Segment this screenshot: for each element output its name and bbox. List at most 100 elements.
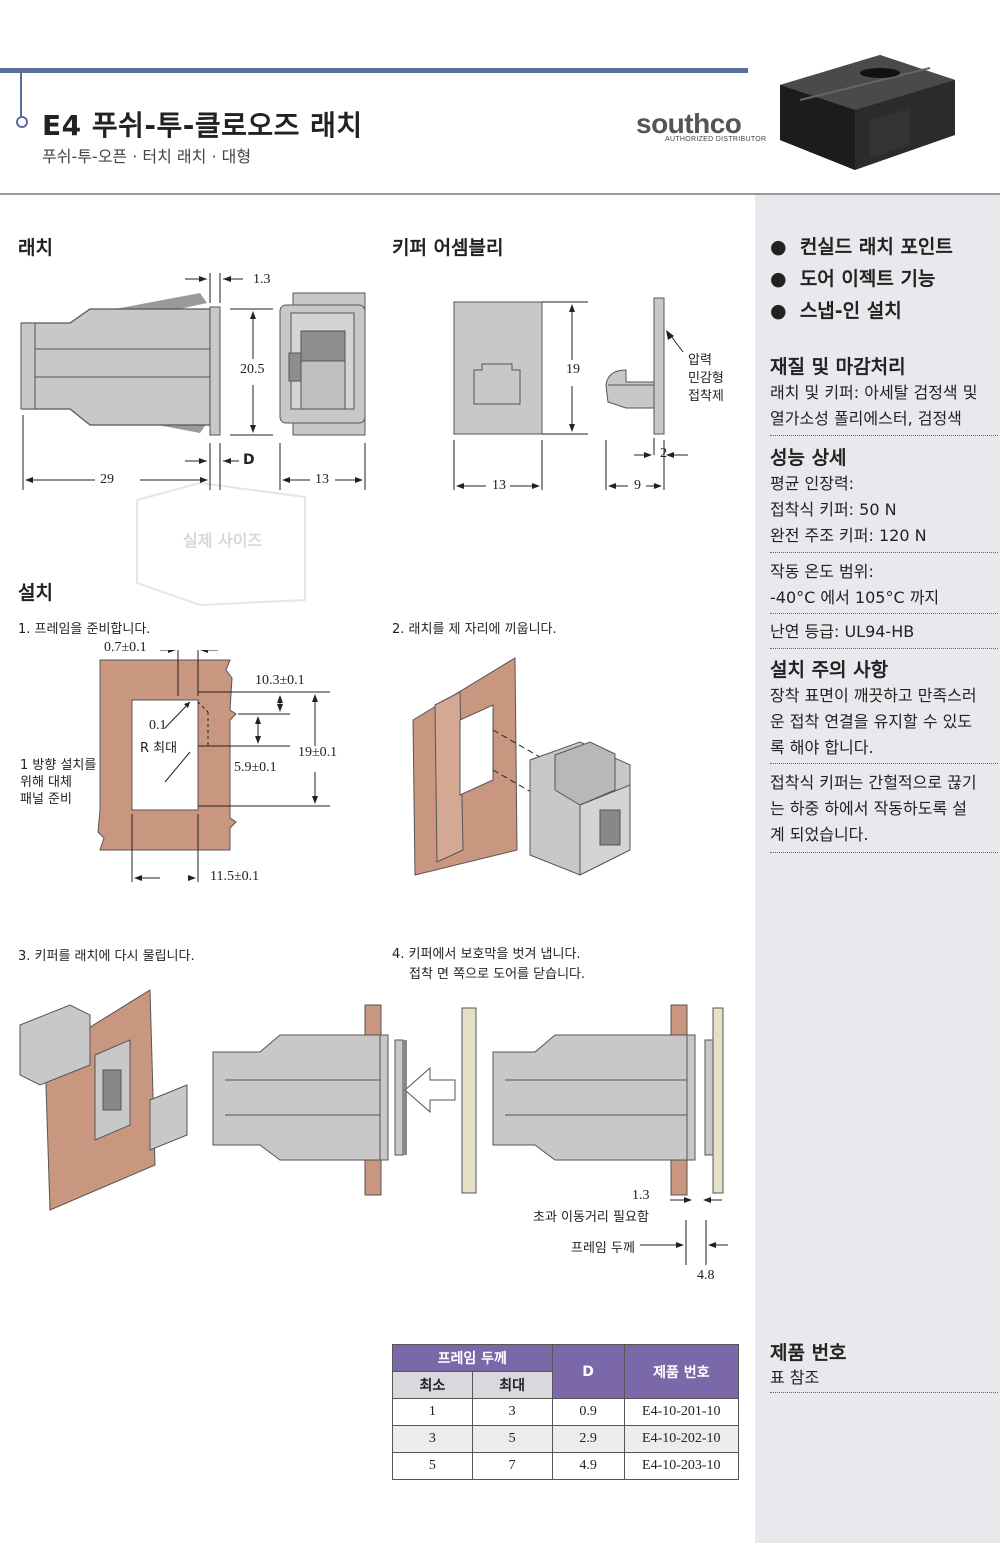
install-step-4: 4. 키퍼에서 보호막을 벗겨 냅니다. 접착 면 쪽으로 도어를 닫습니다. xyxy=(392,945,585,985)
table-cell-max: 5 xyxy=(471,1425,553,1453)
keeper-heading: 키퍼 어셈블리 xyxy=(392,237,504,259)
frame-dim-step: 5.9±0.1 xyxy=(234,760,277,775)
feature-item: ● 도어 이젝트 기능 xyxy=(770,268,936,290)
install-step-4-line: 4. 키퍼에서 보호막을 벗겨 냅니다. xyxy=(392,947,581,962)
dotted-divider xyxy=(770,435,998,436)
install-step-4-line: 접착 면 쪽으로 도어를 닫습니다. xyxy=(409,967,586,982)
keeper-dim-width: 13 xyxy=(492,478,506,493)
header-accent-line xyxy=(20,73,22,118)
adhesive-label-line: 접착제 xyxy=(688,389,724,404)
caution-line: 운 접착 연결을 유지할 수 있도 xyxy=(770,712,973,731)
table-cell-min: 3 xyxy=(392,1425,473,1453)
frame-dim-radius-label: R 최대 xyxy=(140,741,178,756)
caution-line: 는 하중 하에서 작동하도록 설 xyxy=(770,799,967,818)
dotted-divider xyxy=(770,763,998,764)
table-header-max: 최대 xyxy=(471,1371,553,1399)
latch-dim-height: 20.5 xyxy=(240,362,265,377)
adhesive-label: 압력 민감형 접착제 xyxy=(688,352,724,406)
feature-list: ● 컨실드 래치 포인트 ● 도어 이젝트 기능 ● 스냅-인 설치 xyxy=(770,232,953,328)
alt-panel-line: 위해 대체 xyxy=(20,775,72,790)
dotted-divider xyxy=(770,648,998,649)
table-cell-d: 2.9 xyxy=(551,1425,625,1453)
keeper-dim-adhesive: 2 xyxy=(660,446,667,461)
brand-logo-tagline: AUTHORIZED DISTRIBUTOR xyxy=(665,136,767,143)
table-header-d: D xyxy=(551,1344,625,1399)
dotted-divider xyxy=(770,1392,998,1393)
alt-panel-line: 패널 준비 xyxy=(20,792,72,807)
dotted-divider xyxy=(770,852,998,853)
page-subtitle: 푸쉬-투-오픈 · 터치 래치 · 대형 xyxy=(42,147,252,166)
product-photo xyxy=(780,55,955,170)
performance-line: 완전 주조 키퍼: 120 N xyxy=(770,526,927,545)
caution-line: 계 되었습니다. xyxy=(770,825,869,844)
feature-item: ● 스냅-인 설치 xyxy=(770,300,902,322)
table-cell-max: 3 xyxy=(471,1398,553,1426)
latch-dim-width: 13 xyxy=(315,472,329,487)
header-divider xyxy=(0,193,1000,195)
feature-label: 컨실드 래치 포인트 xyxy=(799,236,953,258)
table-cell-min: 1 xyxy=(392,1398,473,1426)
part-number-text: 표 참조 xyxy=(770,1368,820,1387)
gap-dimension-lines xyxy=(640,1197,728,1265)
keeper-dim-depth: 9 xyxy=(634,478,641,493)
feature-item: ● 컨실드 래치 포인트 xyxy=(770,236,953,258)
latch-dim-d: D xyxy=(243,452,255,468)
page-title: E4 푸쉬-투-클로오즈 래치 xyxy=(42,109,363,142)
table-row: 5 7 4.9 E4-10-203-10 xyxy=(392,1452,740,1480)
install-step-1: 1. 프레임을 준비합니다. xyxy=(18,622,151,637)
install-heading: 설치 xyxy=(18,582,53,604)
over-travel-value: 1.3 xyxy=(632,1188,650,1203)
frame-cutout-drawing xyxy=(97,650,330,882)
part-number-heading: 제품 번호 xyxy=(770,1342,847,1364)
caution-line: 장착 표면이 깨끗하고 만족스러 xyxy=(770,686,977,705)
frame-thickness-label: 프레임 두께 xyxy=(571,1241,635,1256)
material-heading: 재질 및 마감처리 xyxy=(770,356,906,378)
performance-line: 평균 인장력: xyxy=(770,474,855,493)
install-step-2: 2. 래치를 제 자리에 끼웁니다. xyxy=(392,622,557,637)
table-row: 3 5 2.9 E4-10-202-10 xyxy=(392,1425,740,1453)
table-header-min: 최소 xyxy=(392,1371,473,1399)
close-door-side-view xyxy=(212,1004,724,1196)
table-cell-d: 0.9 xyxy=(551,1398,625,1426)
table-cell-d: 4.9 xyxy=(551,1452,625,1480)
caution-line: 접착식 키퍼는 간헐적으로 끊기 xyxy=(770,773,977,792)
latch-heading: 래치 xyxy=(18,237,53,259)
table-row: 1 3 0.9 E4-10-201-10 xyxy=(392,1398,740,1426)
frame-dim-radius: 0.1 xyxy=(149,718,167,733)
table-header-part: 제품 번호 xyxy=(623,1344,740,1399)
performance-heading: 성능 상세 xyxy=(770,447,847,469)
temperature-text: 작동 온도 범위: -40°C 에서 105°C 까지 xyxy=(770,559,939,611)
material-line: 열가소성 폴리에스터, 검정색 xyxy=(770,409,962,428)
latch-dim-length: 29 xyxy=(100,472,114,487)
alt-panel-line: 1 방향 설치를 xyxy=(20,758,97,773)
header-accent-dot xyxy=(16,116,28,128)
dotted-divider xyxy=(770,552,998,553)
table-cell-part: E4-10-203-10 xyxy=(623,1452,740,1480)
caution-heading: 설치 주의 사항 xyxy=(770,659,889,681)
alt-panel-note: 1 방향 설치를 위해 대체 패널 준비 xyxy=(20,757,96,808)
frame-dim-thickness-tol: 0.7±0.1 xyxy=(104,640,147,655)
adhesive-label-line: 압력 xyxy=(688,353,712,368)
adhesive-label-line: 민감형 xyxy=(688,371,724,386)
gap-value: 4.8 xyxy=(697,1268,715,1283)
caution-text-2: 접착식 키퍼는 간헐적으로 끊기 는 하중 하에서 작동하도록 설 계 되었습니… xyxy=(770,770,1000,848)
material-line: 래치 및 키퍼: 아세탈 검정색 및 xyxy=(770,383,978,402)
install-step-3: 3. 키퍼를 래치에 다시 물립니다. xyxy=(18,949,195,964)
latch-dim-flange: 1.3 xyxy=(253,272,271,287)
caution-line: 록 해야 합니다. xyxy=(770,738,874,757)
insert-latch-drawing xyxy=(412,657,631,876)
frame-dim-opening-height: 10.3±0.1 xyxy=(255,673,305,688)
over-travel-label: 초과 이동거리 필요함 xyxy=(533,1210,649,1225)
table-cell-part: E4-10-201-10 xyxy=(623,1398,740,1426)
performance-line: -40°C 에서 105°C 까지 xyxy=(770,588,940,607)
caution-text: 장착 표면이 깨끗하고 만족스러 운 접착 연결을 유지할 수 있도 록 해야 … xyxy=(770,683,1000,761)
flammability-text: 난연 등급: UL94-HB xyxy=(770,622,915,641)
latch-drawing xyxy=(20,273,366,607)
frame-dim-width: 11.5±0.1 xyxy=(210,869,260,884)
performance-line: 작동 온도 범위: xyxy=(770,562,874,581)
sidebar-panel xyxy=(755,195,1000,1543)
feature-label: 스냅-인 설치 xyxy=(799,300,902,322)
engage-keeper-drawing xyxy=(19,989,188,1211)
material-text: 래치 및 키퍼: 아세탈 검정색 및 열가소성 폴리에스터, 검정색 xyxy=(770,380,1000,432)
dotted-divider xyxy=(770,613,998,614)
